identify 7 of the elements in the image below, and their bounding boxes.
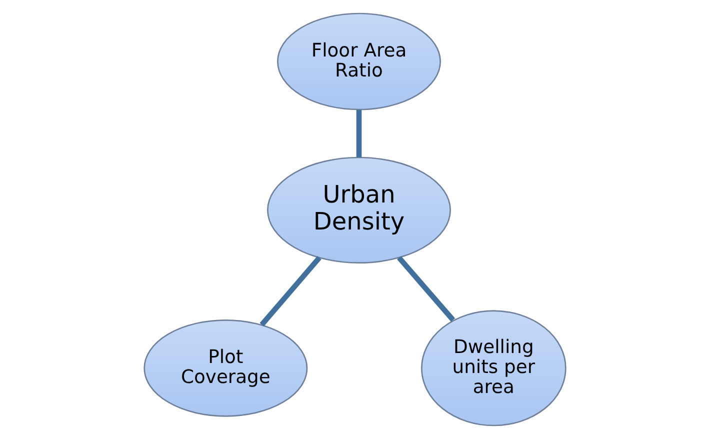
- node-ellipse: Floor Area Ratio: [276, 12, 440, 110]
- node-ellipse: Plot Coverage: [143, 320, 308, 417]
- connector: [396, 256, 455, 322]
- node-ellipse: Urban Density: [266, 156, 450, 264]
- node-ellipse: Dwelling units per area: [420, 310, 566, 426]
- connector: [259, 256, 321, 327]
- connector: [356, 110, 362, 158]
